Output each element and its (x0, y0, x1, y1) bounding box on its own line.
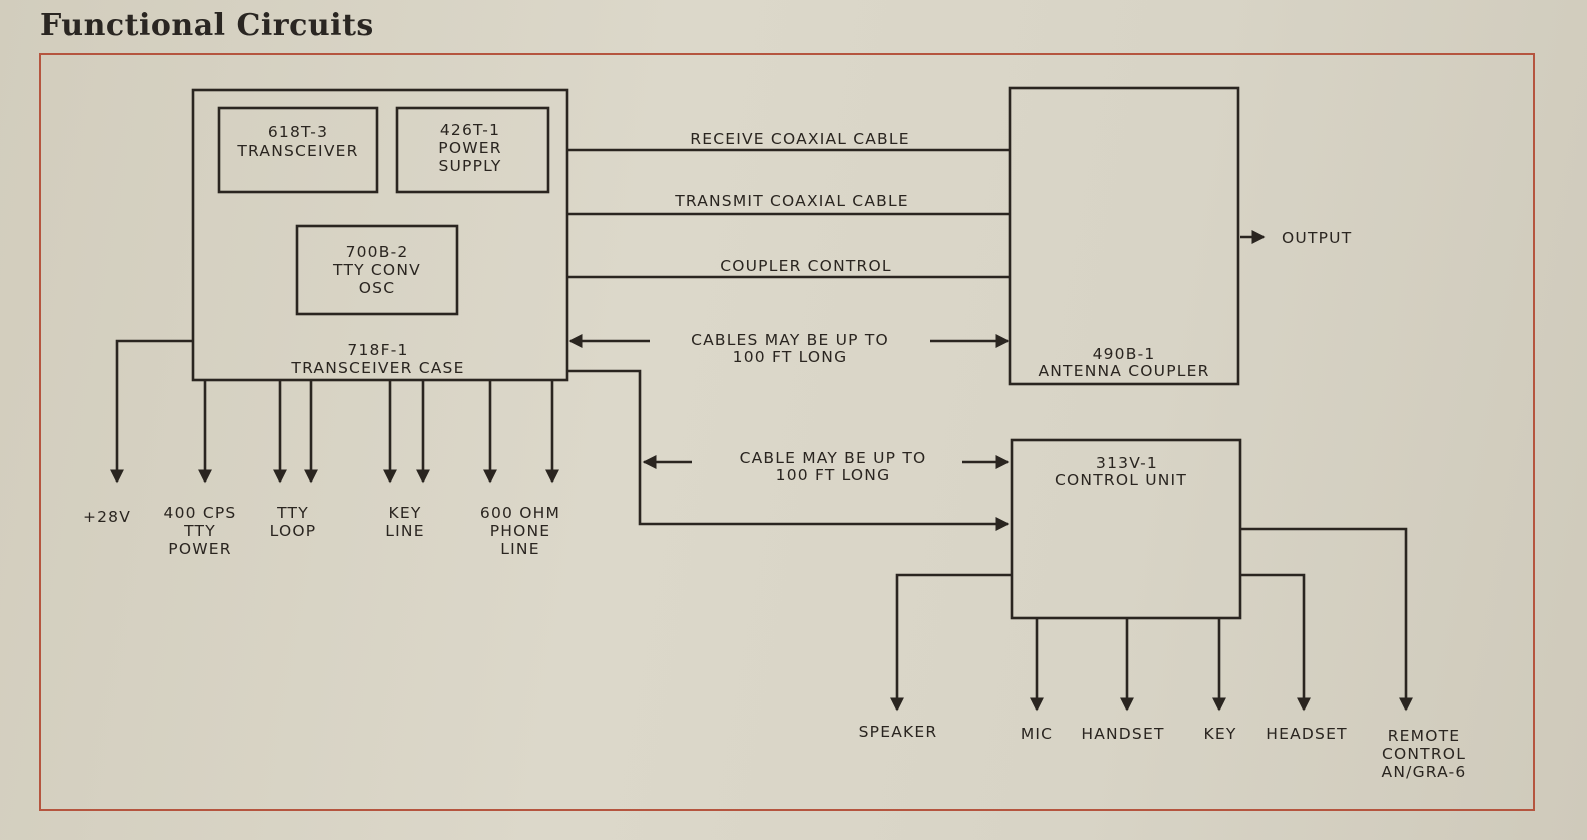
output-tty-label-2: LOOP (270, 522, 317, 540)
cables-note-2: 100 FT LONG (733, 348, 848, 366)
output-handset-label: HANDSET (1081, 725, 1164, 743)
output-line-headset (1240, 573, 1311, 712)
output-400cps-label-2: TTY (183, 522, 216, 540)
output-line-speaker (890, 573, 1012, 712)
diagram-frame (39, 53, 1535, 811)
power-supply-label-2: SUPPLY (438, 157, 501, 175)
tty-osc-model: 700B-2 (346, 243, 409, 261)
antenna-coupler-box (1008, 86, 1240, 386)
output-key-label-1: KEY (388, 504, 421, 522)
transceiver-box (217, 106, 379, 194)
tty-osc-label-1: TTY CONV (332, 261, 421, 279)
output-remote-label-2: CONTROL (1382, 745, 1466, 763)
output-remote-label-3: AN/GRA-6 (1382, 763, 1467, 781)
receive-cable-label: RECEIVE COAXIAL CABLE (690, 130, 909, 148)
page-title: Functional Circuits (40, 8, 374, 43)
tty-osc-label-2: OSC (359, 279, 395, 297)
coupler-model: 490B-1 (1093, 345, 1156, 363)
coupler-control-label: COUPLER CONTROL (720, 257, 892, 275)
output-phone-label-2: PHONE (490, 522, 551, 540)
case-label: TRANSCEIVER CASE (290, 359, 464, 377)
output-400cps-label-3: POWER (168, 540, 231, 558)
output-key-label: KEY (1203, 725, 1236, 743)
output-label: OUTPUT (1282, 229, 1352, 247)
coupler-label: ANTENNA COUPLER (1038, 362, 1209, 380)
power-supply-model: 426T-1 (440, 121, 500, 139)
cable-note-1: CABLE MAY BE UP TO (740, 449, 927, 467)
output-tty-label-1: TTY (276, 504, 309, 522)
transmit-cable-label: TRANSMIT COAXIAL CABLE (674, 192, 909, 210)
control-unit-model: 313V-1 (1096, 454, 1158, 472)
output-key-label-2: LINE (385, 522, 424, 540)
tty-osc-box (295, 224, 459, 316)
output-mic-label: MIC (1021, 725, 1053, 743)
output-headset-label: HEADSET (1266, 725, 1348, 743)
cable-note-2: 100 FT LONG (776, 466, 891, 484)
output-phone-label-3: LINE (500, 540, 539, 558)
power-supply-box (395, 106, 550, 194)
transceiver-model: 618T-3 (268, 123, 328, 141)
output-remote-label-1: REMOTE (1388, 727, 1461, 745)
output-28v-label: +28V (83, 508, 131, 526)
cables-note-1: CABLES MAY BE UP TO (691, 331, 889, 349)
control-unit-label: CONTROL UNIT (1055, 471, 1187, 489)
transceiver-case-box (191, 88, 569, 382)
control-cable-line (567, 369, 1010, 531)
transceiver-label: TRANSCEIVER (236, 142, 358, 160)
output-line-28v (110, 339, 193, 484)
output-line-remote (1240, 527, 1413, 712)
output-phone-label-1: 600 OHM (480, 504, 560, 522)
power-supply-label-1: POWER (438, 139, 501, 157)
output-speaker-label: SPEAKER (859, 723, 938, 741)
output-400cps-label-1: 400 CPS (164, 504, 237, 522)
case-model: 718F-1 (347, 341, 408, 359)
